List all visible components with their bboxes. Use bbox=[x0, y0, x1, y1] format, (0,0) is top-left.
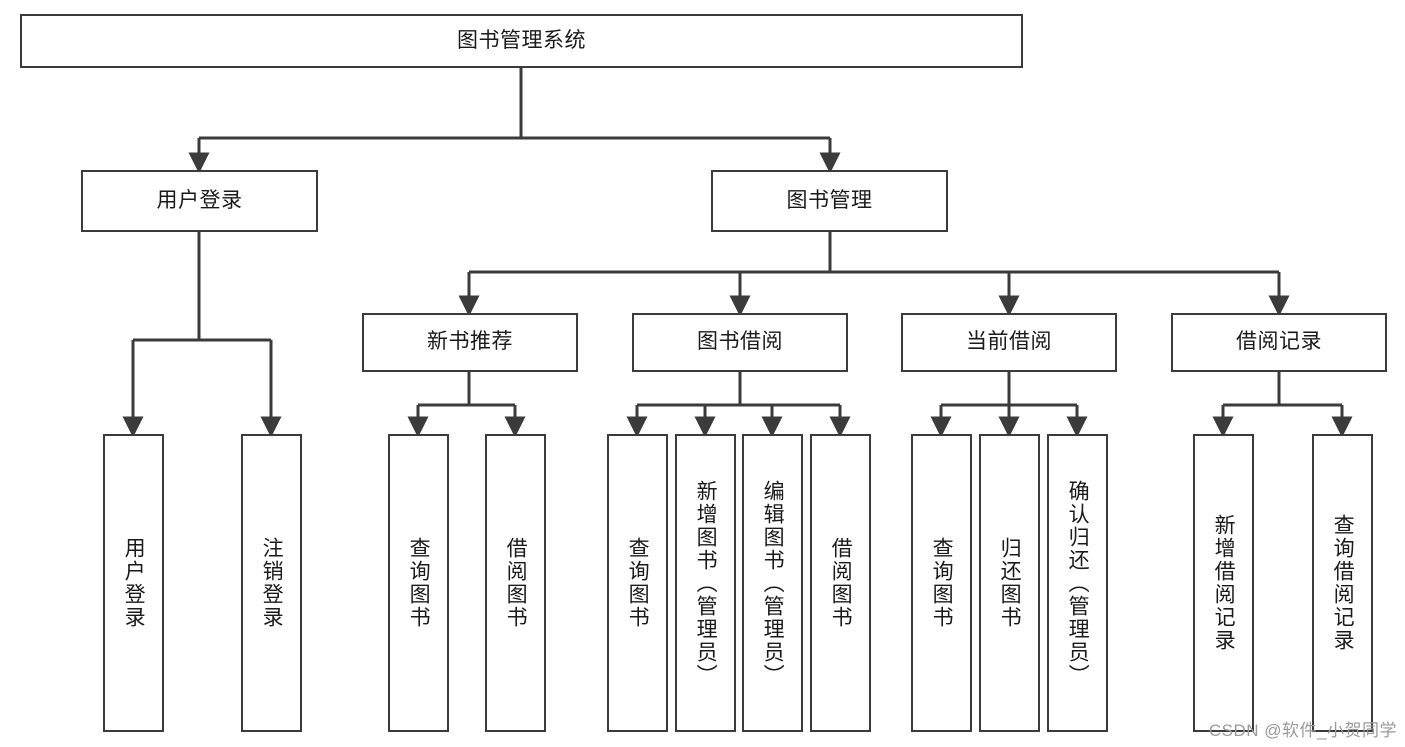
node-book-management[interactable]: 图书管理 bbox=[711, 170, 948, 232]
node-label: 借阅图书 bbox=[504, 537, 528, 629]
node-root-system[interactable]: 图书管理系统 bbox=[20, 14, 1023, 68]
node-leaf-user-logout[interactable]: 注销登录 bbox=[241, 434, 302, 732]
node-label: 图书管理 bbox=[786, 188, 873, 212]
node-label: 新增借阅记录 bbox=[1212, 514, 1236, 652]
node-user-login[interactable]: 用户登录 bbox=[81, 170, 318, 232]
node-leaf-user-login[interactable]: 用户登录 bbox=[103, 434, 164, 732]
node-label: 借阅记录 bbox=[1236, 330, 1322, 354]
node-label: 查询图书 bbox=[626, 537, 650, 629]
node-label: 查询借阅记录 bbox=[1331, 514, 1355, 652]
node-book-borrow[interactable]: 图书借阅 bbox=[632, 313, 848, 372]
node-leaf-query-book-current[interactable]: 查询图书 bbox=[911, 434, 972, 732]
node-label: 用户登录 bbox=[156, 188, 243, 212]
node-leaf-add-borrow-record[interactable]: 新增借阅记录 bbox=[1193, 434, 1254, 732]
node-label: 编辑图书（管理员） bbox=[761, 479, 785, 687]
node-current-borrow[interactable]: 当前借阅 bbox=[901, 313, 1117, 372]
node-label: 查询图书 bbox=[930, 537, 954, 629]
node-label: 借阅图书 bbox=[829, 537, 853, 629]
node-label: 确认归还（管理员） bbox=[1066, 479, 1090, 687]
node-leaf-return-book[interactable]: 归还图书 bbox=[979, 434, 1040, 732]
node-leaf-add-book-admin[interactable]: 新增图书（管理员） bbox=[675, 434, 736, 732]
node-label: 归还图书 bbox=[998, 537, 1022, 629]
node-label: 注销登录 bbox=[260, 537, 284, 629]
node-leaf-edit-book-admin[interactable]: 编辑图书（管理员） bbox=[742, 434, 803, 732]
node-borrow-record[interactable]: 借阅记录 bbox=[1171, 313, 1387, 372]
node-label: 新增图书（管理员） bbox=[694, 479, 718, 687]
node-leaf-query-book-recommend[interactable]: 查询图书 bbox=[388, 434, 449, 732]
node-label: 当前借阅 bbox=[966, 330, 1052, 354]
node-leaf-borrow-book[interactable]: 借阅图书 bbox=[810, 434, 871, 732]
node-leaf-query-borrow-record[interactable]: 查询借阅记录 bbox=[1312, 434, 1373, 732]
node-label: 用户登录 bbox=[122, 537, 146, 629]
node-new-book-recommend[interactable]: 新书推荐 bbox=[362, 313, 578, 372]
node-label: 查询图书 bbox=[407, 537, 431, 629]
node-leaf-borrow-book-recommend[interactable]: 借阅图书 bbox=[485, 434, 546, 732]
node-label: 新书推荐 bbox=[427, 330, 513, 354]
node-leaf-confirm-return-admin[interactable]: 确认归还（管理员） bbox=[1047, 434, 1108, 732]
node-leaf-query-book-borrow[interactable]: 查询图书 bbox=[607, 434, 668, 732]
node-label: 图书借阅 bbox=[697, 330, 783, 354]
node-label: 图书管理系统 bbox=[457, 28, 586, 52]
